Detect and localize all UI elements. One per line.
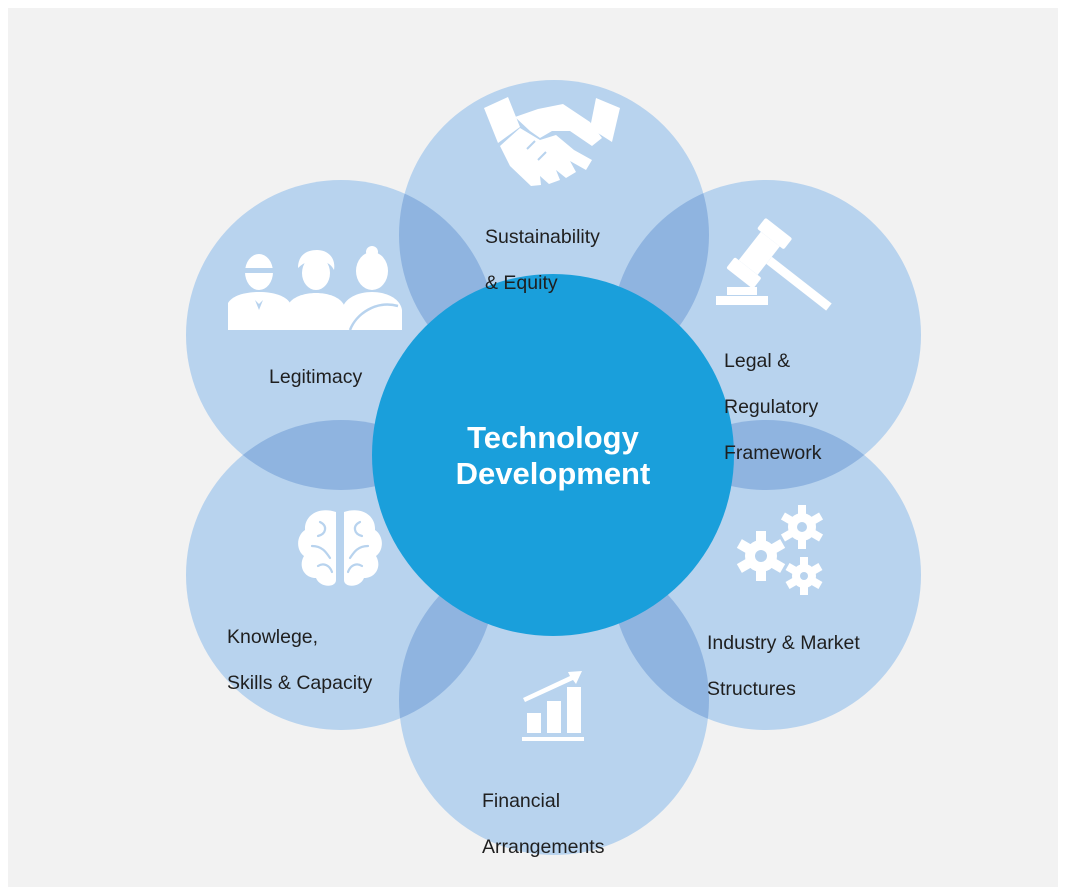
- label-sustainability-equity: Sustainability & Equity: [485, 203, 600, 318]
- label-knowledge-skills-capacity: Knowlege, Skills & Capacity: [227, 603, 372, 718]
- label-line: Skills & Capacity: [227, 672, 373, 694]
- label-legitimacy: Legitimacy: [269, 343, 362, 412]
- label-line: Financial: [482, 790, 561, 812]
- people-icon: [228, 246, 402, 331]
- brain-icon: [298, 510, 382, 586]
- growth-chart-icon: [522, 671, 584, 741]
- label-legal-regulatory-framework: Legal & Regulatory Framework: [724, 327, 822, 488]
- label-line: Framework: [724, 442, 822, 464]
- label-line: Knowlege,: [227, 626, 319, 648]
- label-line: Legal &: [724, 350, 791, 372]
- label-line: & Equity: [485, 272, 558, 294]
- gears-icon: [736, 505, 824, 595]
- label-line: Regulatory: [724, 396, 819, 418]
- center-title-line: Development: [455, 456, 651, 491]
- gavel-icon: [716, 218, 832, 311]
- label-line: Sustainability: [485, 226, 600, 248]
- label-line: Legitimacy: [269, 366, 363, 388]
- label-line: Arrangements: [482, 836, 605, 858]
- center-title: Technology Development: [373, 420, 733, 492]
- label-financial-arrangements: Financial Arrangements: [482, 767, 604, 882]
- handshake-icon: [484, 97, 620, 186]
- center-title-line: Technology: [467, 420, 639, 455]
- label-line: Industry & Market: [707, 632, 860, 654]
- center-circle: [372, 274, 734, 636]
- label-industry-market-structures: Industry & Market Structures: [707, 609, 860, 724]
- label-line: Structures: [707, 678, 796, 700]
